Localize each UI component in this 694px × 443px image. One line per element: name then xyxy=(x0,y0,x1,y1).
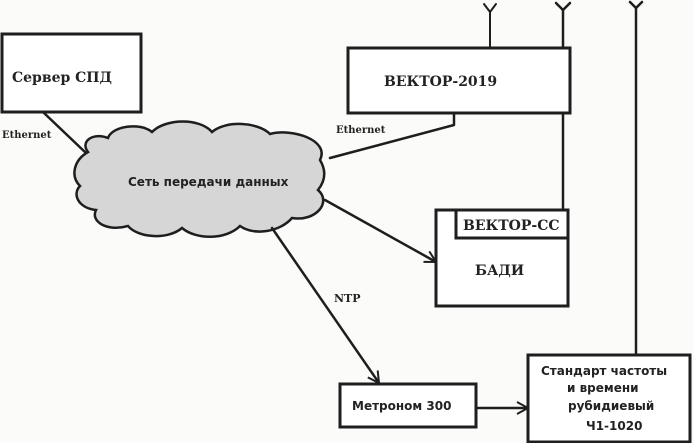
antenna-standard xyxy=(628,0,644,356)
server-spd-label: Сервер СПД xyxy=(12,70,112,86)
ethernet-label-vektor: Ethernet xyxy=(336,125,386,136)
network-cloud xyxy=(73,120,326,238)
ntp-label: NTP xyxy=(334,292,361,305)
standard-label-line-1: Стандарт частоты xyxy=(541,364,667,378)
badi-label: БАДИ xyxy=(475,263,524,279)
standard-label-line-3: рубидиевый xyxy=(568,399,654,413)
vektor-cc-label: ВЕКТОР-СС xyxy=(463,218,559,234)
link-network-badi xyxy=(323,198,436,264)
metronom-label: Метроном 300 xyxy=(352,399,451,413)
link-server-network xyxy=(42,111,88,155)
standard-label-line-4: Ч1-1020 xyxy=(586,419,642,433)
vektor-2019-box xyxy=(346,46,572,115)
network-label: Сеть передачи данных xyxy=(128,175,289,189)
antenna-vektor2019 xyxy=(483,3,497,49)
vektor-2019-label: ВЕКТОР-2019 xyxy=(384,74,497,90)
metronom-box xyxy=(338,382,478,429)
link-vektor2019-network xyxy=(328,111,456,160)
standard-box xyxy=(526,353,692,443)
ethernet-label-server: Ethernet xyxy=(2,130,52,141)
link-network-metronom xyxy=(270,226,381,383)
server-spd-box xyxy=(0,32,143,114)
vektor-cc-box xyxy=(454,208,570,240)
standard-label-line-2: и времени xyxy=(567,381,639,395)
